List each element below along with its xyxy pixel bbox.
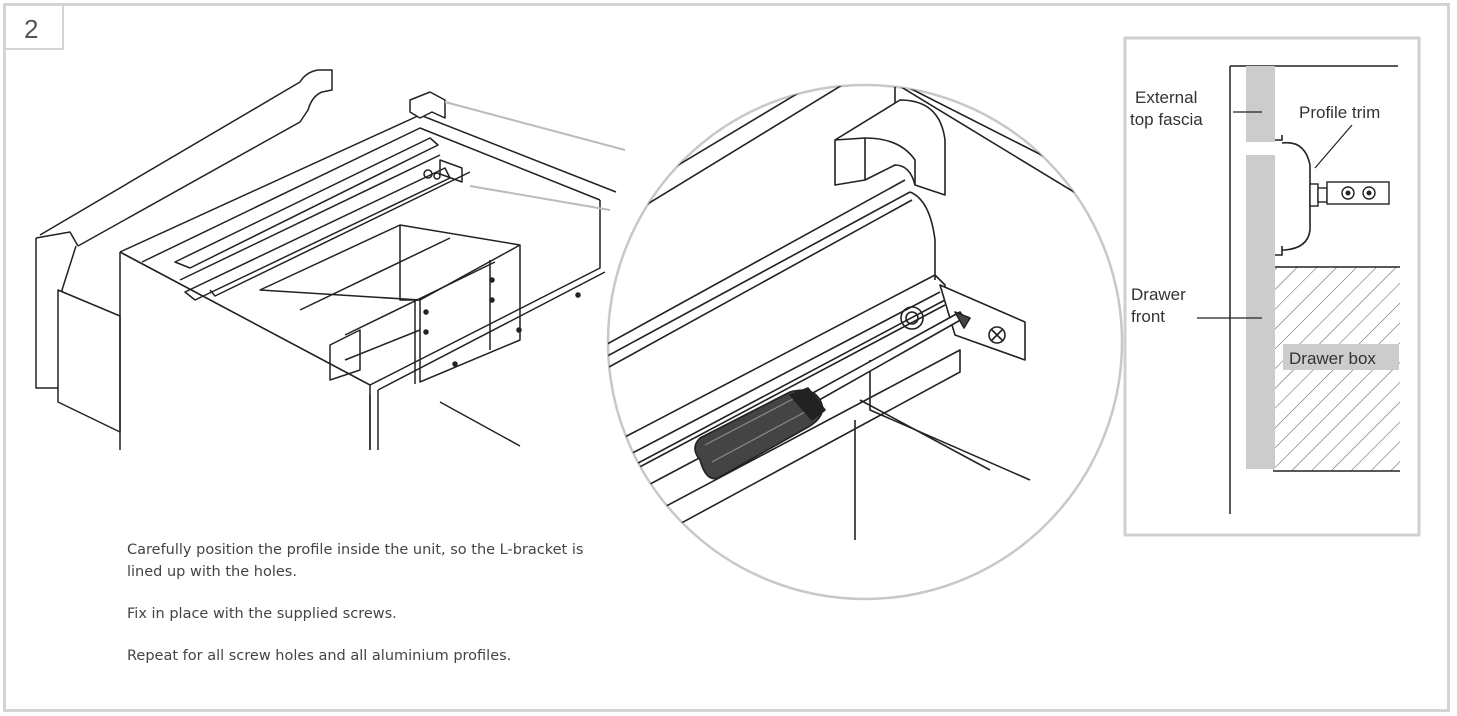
label-profile-trim: Profile trim: [1299, 103, 1380, 122]
instruction-3: Repeat for all screw holes and all alumi…: [127, 648, 512, 664]
cabinet-drawing: [35, 69, 626, 450]
zoom-detail-drawing: [608, 85, 1122, 541]
section-detail: External top fascia Profile trim Drawer …: [1123, 36, 1421, 537]
step-number: 2: [6, 6, 64, 50]
drawer-box-label-bg: [1283, 344, 1399, 370]
fascia-panel: [1246, 66, 1275, 142]
label-front: front: [1131, 307, 1165, 326]
label-drawer: Drawer: [1131, 285, 1186, 304]
instruction-2: Fix in place with the supplied screws.: [127, 606, 397, 622]
drawer-front-panel: [1246, 155, 1275, 469]
instruction-1: Carefully position the profile inside th…: [127, 542, 584, 580]
label-external: External: [1135, 88, 1197, 107]
label-top-fascia: top fascia: [1130, 110, 1203, 129]
label-drawer-box: Drawer box: [1289, 349, 1376, 368]
page-frame: [3, 3, 1450, 712]
